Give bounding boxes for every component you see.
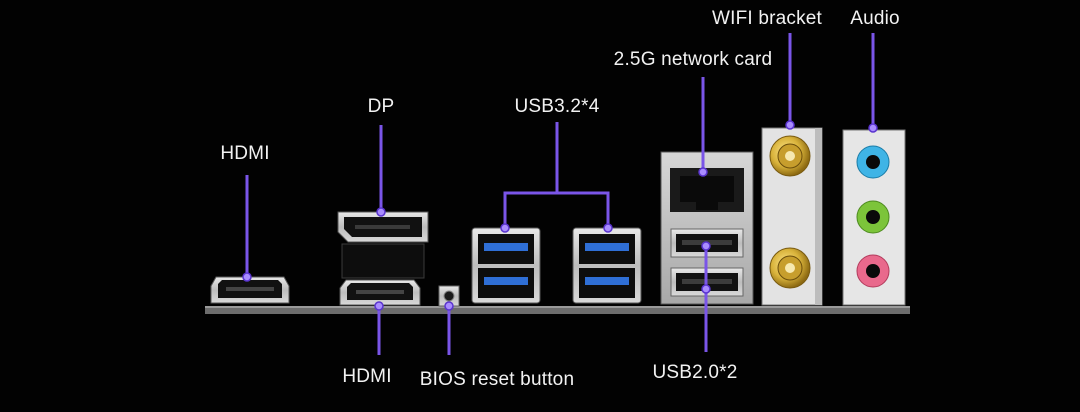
label-usb32: USB3.2*4 — [514, 96, 600, 117]
label-network-card: 2.5G network card — [613, 49, 773, 70]
usb3-stack-left — [471, 227, 541, 304]
label-usb20: USB2.0*2 — [652, 362, 738, 383]
bios-reset-button — [438, 285, 460, 307]
wifi-bracket — [761, 127, 823, 306]
displayport-port — [337, 211, 429, 279]
label-audio: Audio — [850, 8, 900, 29]
label-hdmi-top: HDMI — [220, 143, 270, 164]
label-hdmi-bottom: HDMI — [342, 366, 392, 387]
label-bios-reset: BIOS reset button — [419, 369, 575, 390]
label-dp: DP — [367, 96, 395, 117]
audio-panel — [842, 129, 906, 306]
io-shield-base — [205, 306, 910, 314]
hdmi-port-right — [339, 279, 421, 306]
leader-dots — [242, 120, 878, 311]
leader-lines — [245, 33, 875, 355]
label-wifi-bracket: WIFI bracket — [711, 8, 823, 29]
usb3-stack-right — [572, 227, 642, 304]
hdmi-port-left — [210, 276, 290, 304]
